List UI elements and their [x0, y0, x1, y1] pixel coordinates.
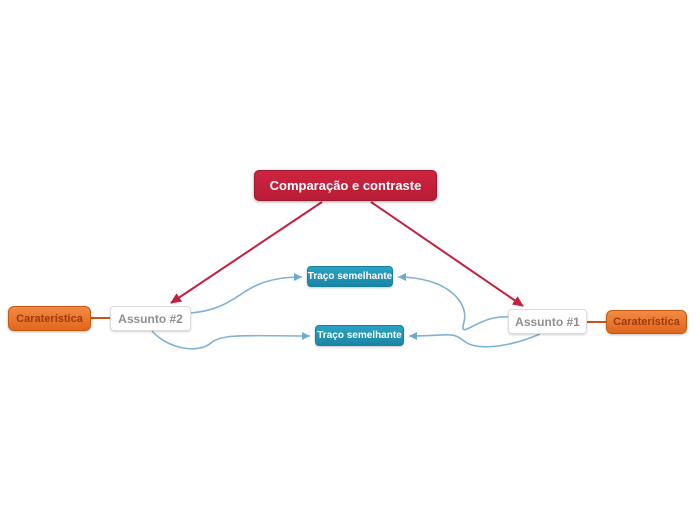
blue-link-subject1-to-similarity-bottom — [408, 331, 541, 348]
blue-link-subject1-to-similarity-top — [397, 273, 510, 331]
blue-link-subject2-to-similarity-bottom — [151, 330, 311, 350]
subject-2-label: Assunto #2 — [118, 311, 183, 326]
feature-right-node[interactable]: Caraterística — [606, 310, 687, 334]
subject-2-node[interactable]: Assunto #2 — [110, 306, 191, 331]
blue-link-subject2-to-similarity-top — [190, 273, 303, 314]
similarity-top-label: Traço semelhante — [307, 271, 393, 282]
similarity-bottom-label: Traço semelhante — [317, 330, 402, 341]
feature-left-node[interactable]: Caraterística — [8, 306, 91, 331]
red-link-root-to-subject2 — [170, 201, 323, 304]
feature-right-label: Caraterística — [613, 316, 680, 328]
similarity-top-node[interactable]: Traço semelhante — [307, 266, 393, 287]
similarity-bottom-node[interactable]: Traço semelhante — [315, 325, 404, 346]
feature-left-label: Caraterística — [16, 312, 83, 325]
subject-1-label: Assunto #1 — [515, 314, 580, 329]
subject-1-node[interactable]: Assunto #1 — [508, 309, 587, 334]
root-topic-label: Comparação e contraste — [269, 178, 422, 193]
root-topic-node[interactable]: Comparação e contraste — [254, 170, 437, 201]
red-link-root-to-subject1 — [370, 201, 524, 307]
